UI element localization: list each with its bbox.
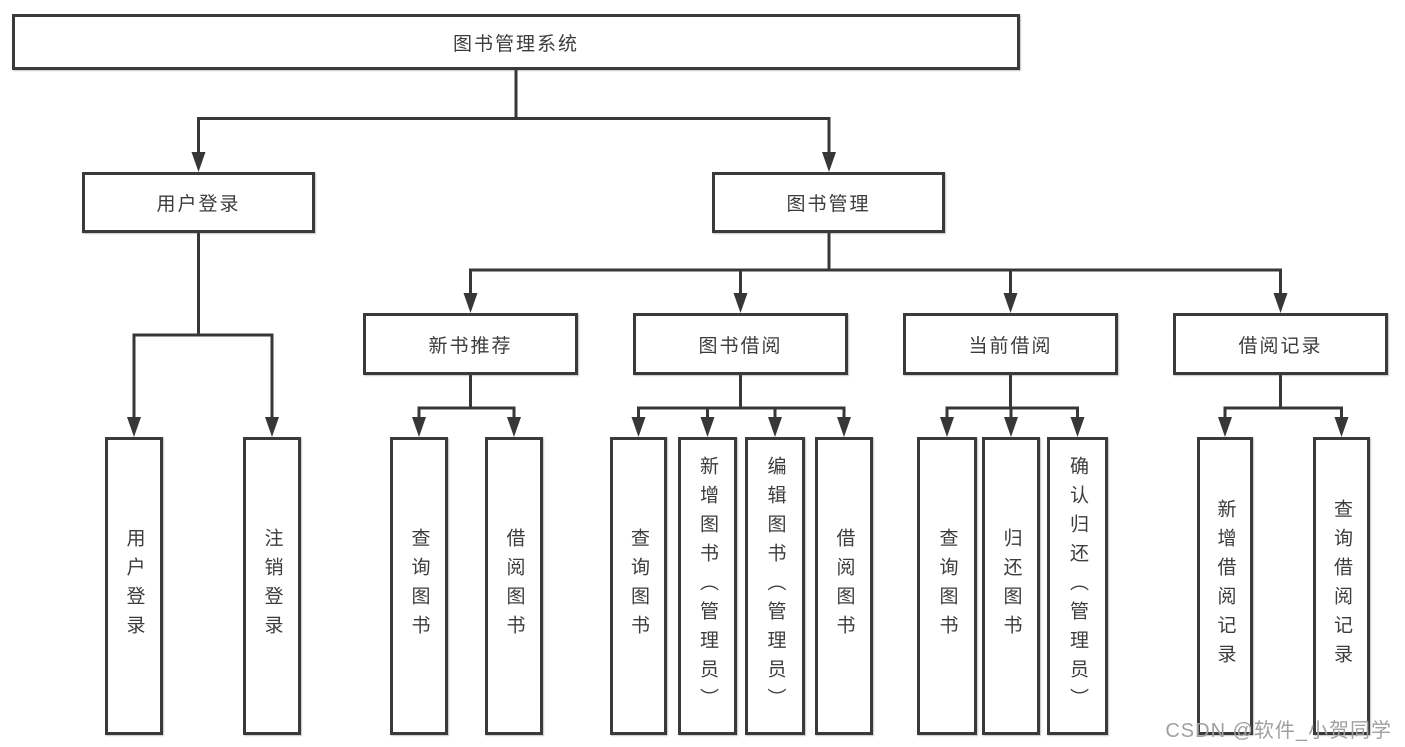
node-leaf-query-borrow-record-label: 查询借阅记录 [1331, 499, 1352, 673]
node-leaf-borrow-books-2-label: 借阅图书 [833, 528, 855, 644]
node-library-system-label: 图书管理系统 [452, 33, 579, 55]
node-leaf-add-book-admin: 新增图书（管理员） [678, 437, 737, 735]
node-book-management-label: 图书管理 [786, 194, 871, 215]
node-leaf-logout: 注销登录 [243, 437, 301, 735]
node-leaf-add-borrow-record: 新增借阅记录 [1197, 437, 1253, 735]
watermark: CSDN @软件_小贺同学 [1165, 720, 1392, 742]
node-leaf-query-borrow-record: 查询借阅记录 [1313, 437, 1370, 735]
node-leaf-query-books-2-label: 查询图书 [628, 528, 649, 644]
node-new-book-recommend-label: 新书推荐 [428, 335, 513, 357]
node-leaf-confirm-return-admin-label: 确认归还（管理员） [1067, 455, 1088, 717]
node-book-borrow: 图书借阅 [633, 313, 848, 375]
node-user-login-branch: 用户登录 [82, 172, 315, 233]
node-leaf-add-borrow-record-label: 新增借阅记录 [1214, 499, 1236, 673]
node-leaf-add-book-admin-label: 新增图书（管理员） [697, 455, 718, 717]
node-leaf-edit-book-admin: 编辑图书（管理员） [745, 437, 805, 735]
node-leaf-query-books-1-label: 查询图书 [408, 528, 430, 644]
node-book-borrow-label: 图书借阅 [698, 335, 783, 357]
node-leaf-logout-label: 注销登录 [261, 528, 283, 644]
node-leaf-edit-book-admin-label: 编辑图书（管理员） [764, 455, 786, 717]
node-leaf-borrow-books-1: 借阅图书 [485, 437, 543, 735]
node-book-management: 图书管理 [712, 172, 945, 233]
node-leaf-query-books-3-label: 查询图书 [936, 528, 958, 644]
node-leaf-user-login: 用户登录 [105, 437, 163, 735]
node-current-borrow: 当前借阅 [903, 313, 1118, 375]
node-current-borrow-label: 当前借阅 [968, 335, 1053, 357]
node-leaf-borrow-books-2: 借阅图书 [815, 437, 873, 735]
node-leaf-query-books-2: 查询图书 [610, 437, 667, 735]
node-new-book-recommend: 新书推荐 [363, 313, 578, 375]
node-borrow-records: 借阅记录 [1173, 313, 1388, 375]
node-leaf-borrow-books-1-label: 借阅图书 [503, 528, 525, 644]
node-library-system: 图书管理系统 [12, 14, 1020, 70]
node-leaf-user-login-label: 用户登录 [123, 528, 145, 644]
node-leaf-query-books-3: 查询图书 [917, 437, 977, 735]
node-leaf-query-books-1: 查询图书 [390, 437, 448, 735]
node-user-login-branch-label: 用户登录 [156, 194, 241, 215]
node-leaf-return-books: 归还图书 [982, 437, 1040, 735]
node-borrow-records-label: 借阅记录 [1238, 335, 1323, 357]
node-leaf-confirm-return-admin: 确认归还（管理员） [1047, 437, 1108, 735]
node-leaf-return-books-label: 归还图书 [1000, 528, 1022, 644]
